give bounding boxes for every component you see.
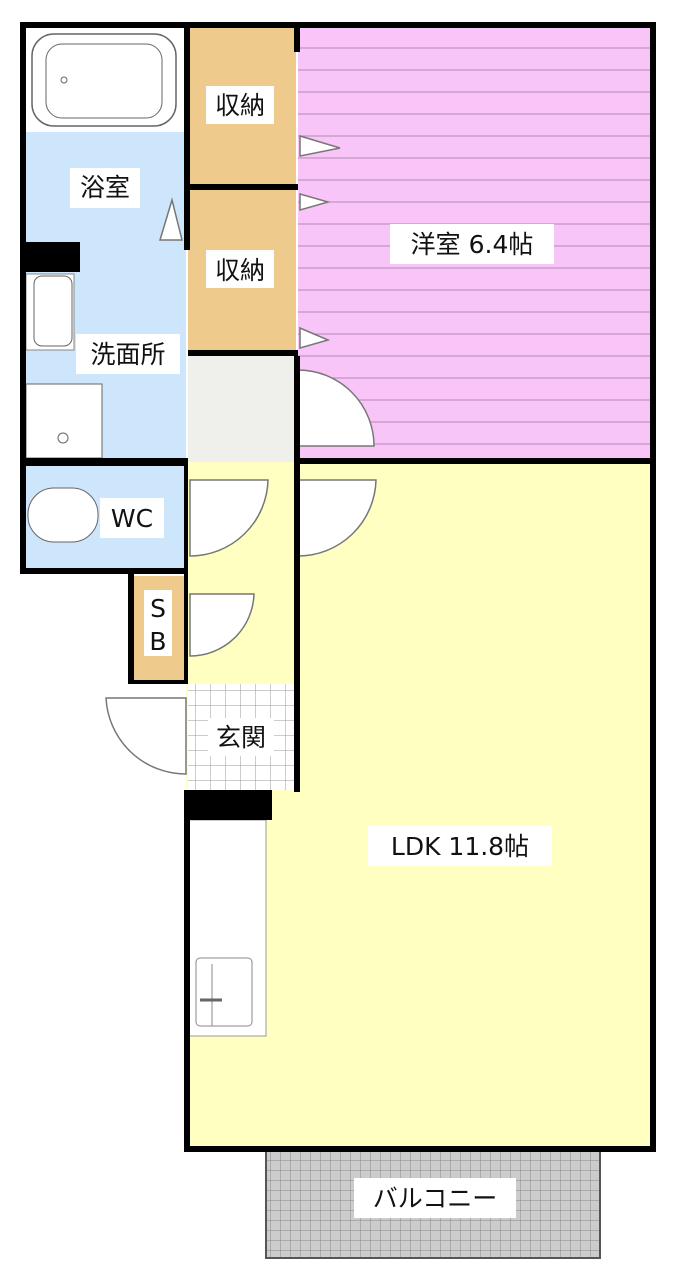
doors (105, 134, 377, 775)
stove-icon (195, 957, 253, 1027)
label-washroom: 洗面所 (76, 334, 180, 374)
svg-text:収納: 収納 (215, 91, 265, 120)
label-storage-2: 収納 (206, 250, 274, 288)
svg-text:LDK 11.8帖: LDK 11.8帖 (391, 832, 529, 861)
label-entrance: 玄関 (208, 718, 274, 756)
washer-icon (25, 383, 103, 459)
label-ldk: LDK 11.8帖 (368, 826, 552, 866)
sink-icon (25, 273, 75, 351)
bathtub-icon (31, 33, 177, 127)
svg-text:洗面所: 洗面所 (90, 340, 165, 369)
svg-text:バルコニー: バルコニー (373, 1184, 498, 1213)
label-shoe-box: S B (144, 590, 172, 656)
svg-text:洋室 6.4帖: 洋室 6.4帖 (411, 230, 534, 259)
walls (20, 22, 656, 1152)
label-western-room: 洋室 6.4帖 (390, 224, 554, 264)
svg-text:WC: WC (111, 504, 153, 533)
svg-text:収納: 収納 (215, 256, 265, 285)
svg-text:玄関: 玄関 (216, 723, 266, 752)
label-bathroom: 浴室 (70, 168, 140, 208)
label-storage-1: 収納 (206, 86, 274, 124)
svg-text:B: B (149, 627, 166, 656)
svg-text:浴室: 浴室 (80, 173, 130, 202)
svg-text:S: S (150, 594, 166, 623)
toilet-icon (27, 487, 99, 543)
label-wc: WC (100, 498, 164, 538)
label-balcony: バルコニー (354, 1178, 516, 1218)
